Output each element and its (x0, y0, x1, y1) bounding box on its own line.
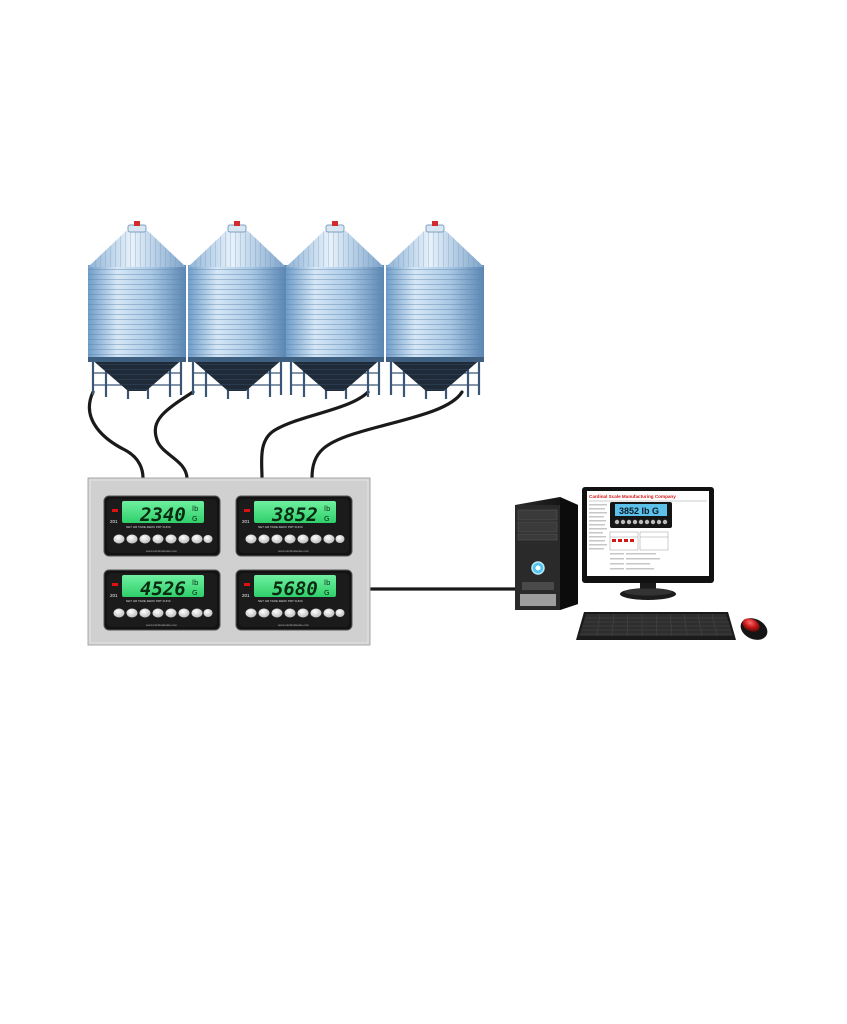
weight-indicator-4: 5680 lb G 201 www.cardinalscale.com (235, 569, 353, 631)
weight-mode-1: G (192, 515, 197, 523)
indicator-enclosure: 2340 lb G 201 www.cardinalscale.com 3852… (87, 477, 371, 646)
weight-indicator-3: 4526 lb G 201 www.cardinalscale.com (103, 569, 221, 631)
silo-1 (86, 219, 188, 401)
weight-unit-3: lb (192, 579, 199, 587)
weight-mode-3: G (192, 589, 197, 597)
cable-silo-1 (87, 390, 145, 480)
pc-tower (515, 497, 578, 610)
monitor-tables (609, 531, 669, 551)
model-label-2: 201 (242, 519, 250, 524)
monitor-sidebar (589, 504, 607, 550)
cable-silo-3 (260, 390, 370, 480)
weight-unit-4: lb (324, 579, 331, 587)
website-label-2: www.cardinalscale.com (278, 549, 310, 553)
monitor-readout: 3852 lb G (619, 506, 659, 516)
weight-value-4: 5680 (272, 578, 318, 600)
weight-indicator-2: 3852 lb G 201 www.cardinalscale.com (235, 495, 353, 557)
silo-group (86, 219, 486, 401)
weight-unit-2: lb (324, 505, 331, 513)
website-label-3: www.cardinalscale.com (146, 623, 178, 627)
weight-value-1: 2340 (139, 504, 186, 526)
cables (87, 390, 517, 591)
keyboard (576, 612, 736, 640)
silo-4 (384, 219, 486, 401)
weight-unit-1: lb (192, 505, 199, 513)
weight-indicator-1: 2340 lb G 201 www.cardinalscale.com (103, 495, 221, 557)
model-label-1: 201 (110, 519, 118, 524)
silo-2 (186, 219, 288, 401)
computer-workstation: Cardinal Scale Manufacturing Company (515, 487, 768, 640)
monitor: Cardinal Scale Manufacturing Company (582, 487, 714, 600)
cable-silo-4 (310, 390, 464, 480)
model-label-4: 201 (242, 593, 250, 598)
model-label-3: 201 (110, 593, 118, 598)
weight-value-3: 4526 (140, 578, 186, 600)
weight-value-2: 3852 (271, 504, 318, 526)
mouse (740, 618, 768, 640)
weight-mode-4: G (324, 589, 329, 597)
website-label-4: www.cardinalscale.com (278, 623, 310, 627)
weight-mode-2: G (324, 515, 329, 523)
website-label-1: www.cardinalscale.com (146, 549, 178, 553)
cable-silo-2 (153, 390, 195, 480)
silo-3 (284, 219, 386, 401)
monitor-title: Cardinal Scale Manufacturing Company (589, 494, 676, 499)
monitor-indicator-widget: 3852 lb G (610, 502, 672, 528)
